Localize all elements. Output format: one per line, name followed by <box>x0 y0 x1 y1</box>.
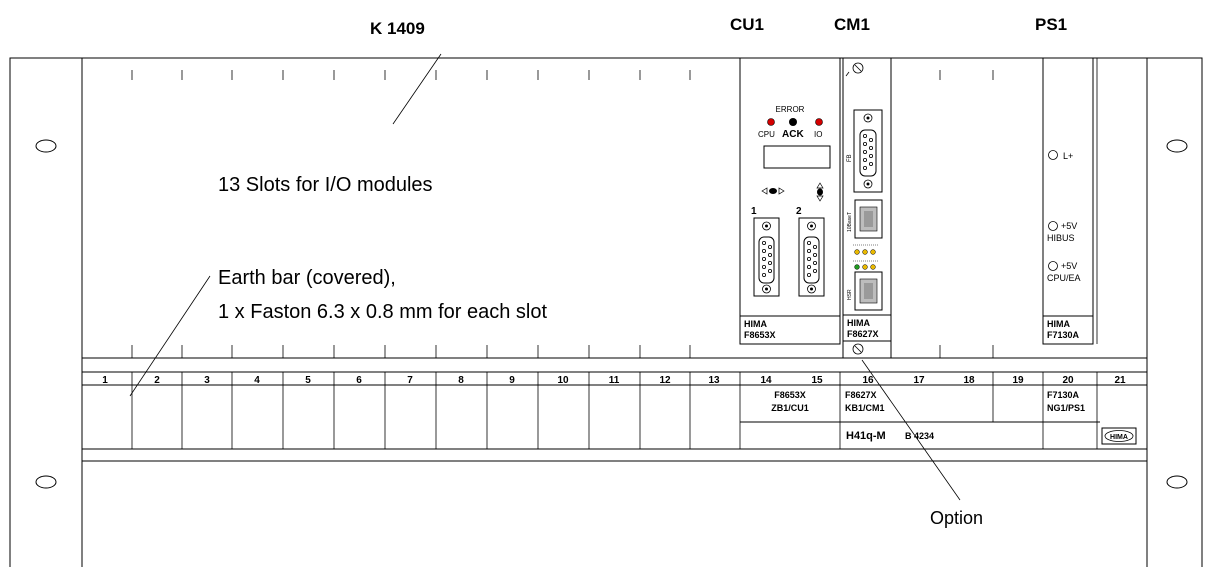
hima-logo: HIMA <box>1101 427 1137 445</box>
slot-number: 19 <box>1012 375 1024 386</box>
rack-code-label: B 4234 <box>905 431 934 441</box>
cpuea-led-icon <box>1048 261 1058 271</box>
slot-number: 2 <box>154 375 160 386</box>
horizontal-switch-icon <box>761 187 785 195</box>
slot-number: 11 <box>609 375 620 386</box>
io-led-icon <box>815 118 823 126</box>
slot-number: 12 <box>659 375 671 386</box>
5v-cpuea-label: +5V <box>1061 261 1077 271</box>
top-slot-ticks <box>131 70 994 80</box>
option-annotation: Option <box>930 508 983 528</box>
slot-numbers: 1 2 3 4 5 6 7 8 9 10 11 12 13 14 15 16 1… <box>102 375 1126 386</box>
mount-hole-bottom-left <box>35 475 57 489</box>
serial-port-1-icon <box>753 217 780 297</box>
cpuea-label: CPU/EA <box>1047 273 1081 283</box>
slot-dividers <box>131 372 1098 449</box>
screw-top-icon <box>852 62 864 74</box>
slot-number: 13 <box>708 375 720 386</box>
slot-number: 15 <box>811 375 823 386</box>
faston-annotation: 1 x Faston 6.3 x 0.8 mm for each slot <box>218 301 547 323</box>
ps-header: PS1 <box>1035 15 1067 34</box>
l-plus-led-icon <box>1048 150 1058 160</box>
fb-label: FB <box>847 154 853 162</box>
slots-annotation: 13 Slots for I/O modules <box>218 174 433 196</box>
fieldbus-port-icon <box>853 109 883 193</box>
slot-number: 14 <box>760 375 772 386</box>
comm-model: F8627X <box>847 329 879 339</box>
cpu-brand: HIMA <box>744 319 767 329</box>
comm-module: FB 10BaseT HSR <box>842 57 892 359</box>
hibus-label: HIBUS <box>1047 233 1075 243</box>
comm-brand: HIMA <box>847 318 870 328</box>
cm-slot-label-model: F8627X <box>845 390 877 400</box>
slot-number: 21 <box>1114 375 1126 386</box>
eth-label: 10BaseT <box>847 212 853 232</box>
slot-number: 1 <box>102 375 108 386</box>
mount-hole-top-right <box>1166 139 1188 153</box>
mount-hole-bottom-right <box>1166 475 1188 489</box>
mid-slot-ticks <box>131 345 994 358</box>
cpu-model: F8653X <box>744 330 776 340</box>
cpu-led-icon <box>767 118 775 126</box>
cu-slot-label-id: ZB1/CU1 <box>771 403 809 413</box>
l-plus-label: L+ <box>1063 151 1073 161</box>
ack-button-icon <box>789 118 797 126</box>
earth-bar-annotation: Earth bar (covered), <box>218 267 396 289</box>
slot-number: 10 <box>557 375 569 386</box>
cm-header: CM1 <box>834 15 870 34</box>
rack-type-label: H41q-M <box>846 430 886 442</box>
hsr-label: HSR <box>847 289 853 300</box>
cpu-label: CPU <box>758 130 775 139</box>
ethernet-port-icon <box>854 199 883 239</box>
io-label: IO <box>814 130 822 139</box>
5v-hibus-label: +5V <box>1061 221 1077 231</box>
port1-label: 1 <box>751 206 757 217</box>
slot-number: 8 <box>458 375 464 386</box>
slot-number: 4 <box>254 375 260 386</box>
mount-hole-top-left <box>35 139 57 153</box>
hibus-led-icon <box>1048 221 1058 231</box>
cm-slot-label-id: KB1/CM1 <box>845 403 885 413</box>
hsr-port-icon <box>854 271 883 311</box>
display-window <box>763 145 831 169</box>
slot-number: 16 <box>862 375 874 386</box>
ps-brand: HIMA <box>1047 319 1070 329</box>
option-leader-line <box>861 359 961 501</box>
slot-number: 5 <box>305 375 311 386</box>
error-label: ERROR <box>776 105 805 114</box>
rack-leader-line <box>392 53 442 125</box>
slot-number: 9 <box>509 375 515 386</box>
cu-header: CU1 <box>730 15 764 34</box>
slot-number: 7 <box>407 375 413 386</box>
ps-slot-label-id: NG1/PS1 <box>1047 403 1085 413</box>
slot-number: 18 <box>963 375 975 386</box>
ps-slot-label-model: F7130A <box>1047 390 1080 400</box>
rack-frame <box>9 57 1203 567</box>
earth-leader-line <box>129 275 211 397</box>
serial-port-2-icon <box>798 217 825 297</box>
logo-text: HIMA <box>1110 434 1128 441</box>
cu-slot-label-model: F8653X <box>774 390 806 400</box>
status-leds-icon <box>853 244 878 270</box>
ps-module: L+ +5V HIBUS +5V CPU/EA HIMA F7130A <box>1042 57 1098 345</box>
ps-model: F7130A <box>1047 330 1080 340</box>
cpu-module: ERROR CPU ACK IO 1 2 <box>739 57 841 345</box>
slot-number: 17 <box>913 375 925 386</box>
screw-bottom-icon <box>852 343 864 355</box>
rack-title: K 1409 <box>370 19 425 38</box>
ack-label: ACK <box>782 129 804 140</box>
slot-number: 20 <box>1062 375 1074 386</box>
slot-number: 6 <box>356 375 362 386</box>
slot-number: 3 <box>204 375 210 386</box>
port2-label: 2 <box>796 206 802 217</box>
vertical-switch-icon <box>816 182 824 202</box>
